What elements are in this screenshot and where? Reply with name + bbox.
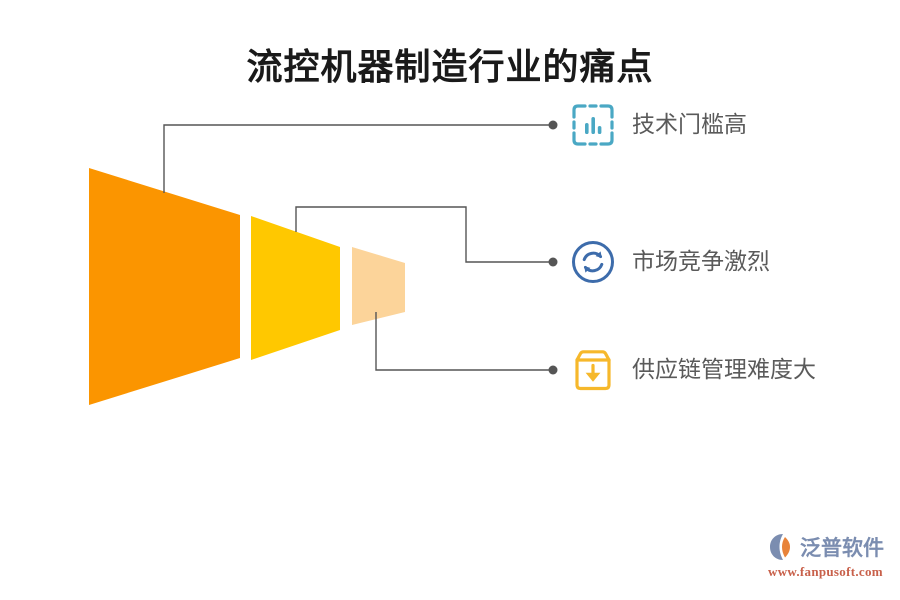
legend-label-supply-chain: 供应链管理难度大 xyxy=(632,357,816,382)
funnel-stage-3 xyxy=(352,247,405,325)
fanpu-logo-icon xyxy=(770,534,790,560)
bar-chart-icon xyxy=(572,104,614,146)
legend-label-technical-barrier: 技术门槛高 xyxy=(632,112,747,137)
legend-item-technical-barrier[interactable]: 技术门槛高 xyxy=(570,102,747,148)
legend-item-market-competition[interactable]: 市场竞争激烈 xyxy=(570,239,770,285)
legend-label-market-competition: 市场竞争激烈 xyxy=(632,249,770,274)
funnel-stage-2 xyxy=(251,216,340,360)
connector-line-3 xyxy=(375,312,558,375)
funnel-stage-1 xyxy=(89,168,240,405)
page-title: 流控机器制造行业的痛点 xyxy=(246,47,654,87)
legend-item-supply-chain[interactable]: 供应链管理难度大 xyxy=(570,347,816,393)
connector-line-2 xyxy=(295,206,558,267)
connector-line-1 xyxy=(163,120,558,193)
refresh-cycle-icon xyxy=(572,241,614,283)
watermark-logo: 泛普软件 www.fanpusoft.com xyxy=(768,532,894,590)
box-download-icon xyxy=(575,350,611,391)
watermark-url-text: www.fanpusoft.com xyxy=(768,564,883,579)
watermark-brand-text: 泛普软件 xyxy=(800,537,884,560)
